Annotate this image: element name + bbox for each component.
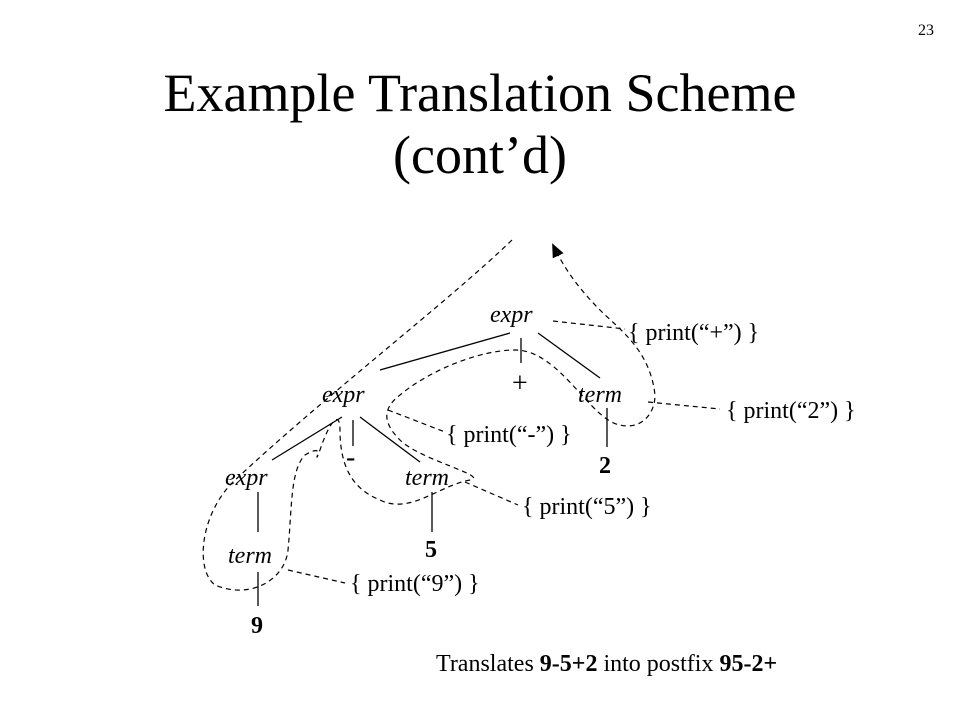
edge-midexpr-to-lowexpr <box>271 416 343 461</box>
caption-prefix: Translates <box>436 651 540 677</box>
slide-number: 23 <box>918 22 934 39</box>
leaf-5: 5 <box>425 537 437 563</box>
translation-caption: Translates 9-5+2 into postfix 95-2+ <box>436 651 777 678</box>
edge-root-to-midexpr <box>379 332 511 371</box>
node-root-term: term <box>578 382 622 408</box>
edge-midexpr-to-midterm <box>359 416 421 463</box>
node-low-term: term <box>228 543 272 569</box>
leaf-9: 9 <box>251 613 263 639</box>
caption-output: 95-2+ <box>719 651 778 677</box>
action-print-plus: { print(“+”) } <box>628 320 759 346</box>
action-print-minus: { print(“-”) } <box>446 422 572 448</box>
edge-root-to-term <box>537 332 601 379</box>
node-plus: + <box>512 368 528 399</box>
traversal-curve <box>202 239 656 591</box>
traversal-path <box>202 239 721 591</box>
node-mid-term: term <box>405 465 449 491</box>
tree-edges <box>257 332 608 606</box>
action-print-2: { print(“2”) } <box>726 398 856 424</box>
node-minus: - <box>346 442 355 473</box>
link-print-9 <box>287 569 346 584</box>
node-low-expr: expr <box>225 465 268 491</box>
node-root-expr: expr <box>490 302 533 328</box>
action-print-5: { print(“5”) } <box>522 494 652 520</box>
link-print-5 <box>464 481 519 506</box>
title-line-1: Example Translation Scheme <box>163 63 797 123</box>
caption-input: 9-5+2 <box>539 651 598 677</box>
link-print-2 <box>647 401 721 410</box>
title-line-2: (cont’d) <box>393 125 567 185</box>
action-print-9: { print(“9”) } <box>350 571 480 597</box>
slide-title: Example Translation Scheme (cont’d) <box>0 62 960 186</box>
link-print-minus <box>387 409 446 433</box>
caption-middle: into postfix <box>597 651 720 677</box>
link-print-plus <box>552 320 626 330</box>
node-mid-expr: expr <box>322 382 365 408</box>
leaf-2: 2 <box>599 453 611 479</box>
